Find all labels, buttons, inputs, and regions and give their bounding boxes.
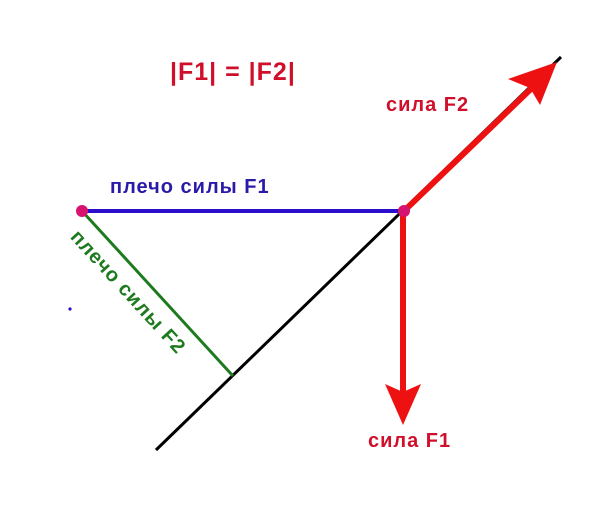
equality-title: |F1| = |F2|	[170, 58, 296, 86]
arm-f2-line	[80, 209, 235, 378]
pivot-point	[76, 205, 88, 217]
force-f1-label: сила F1	[368, 430, 452, 452]
stray-dot	[68, 307, 72, 311]
application-point	[398, 205, 410, 217]
force-f1-arrow	[385, 211, 421, 425]
force-f2-arrow	[401, 62, 557, 214]
force-f2-label: сила F2	[386, 94, 470, 116]
arm-f1-label: плечо силы F1	[110, 176, 270, 198]
